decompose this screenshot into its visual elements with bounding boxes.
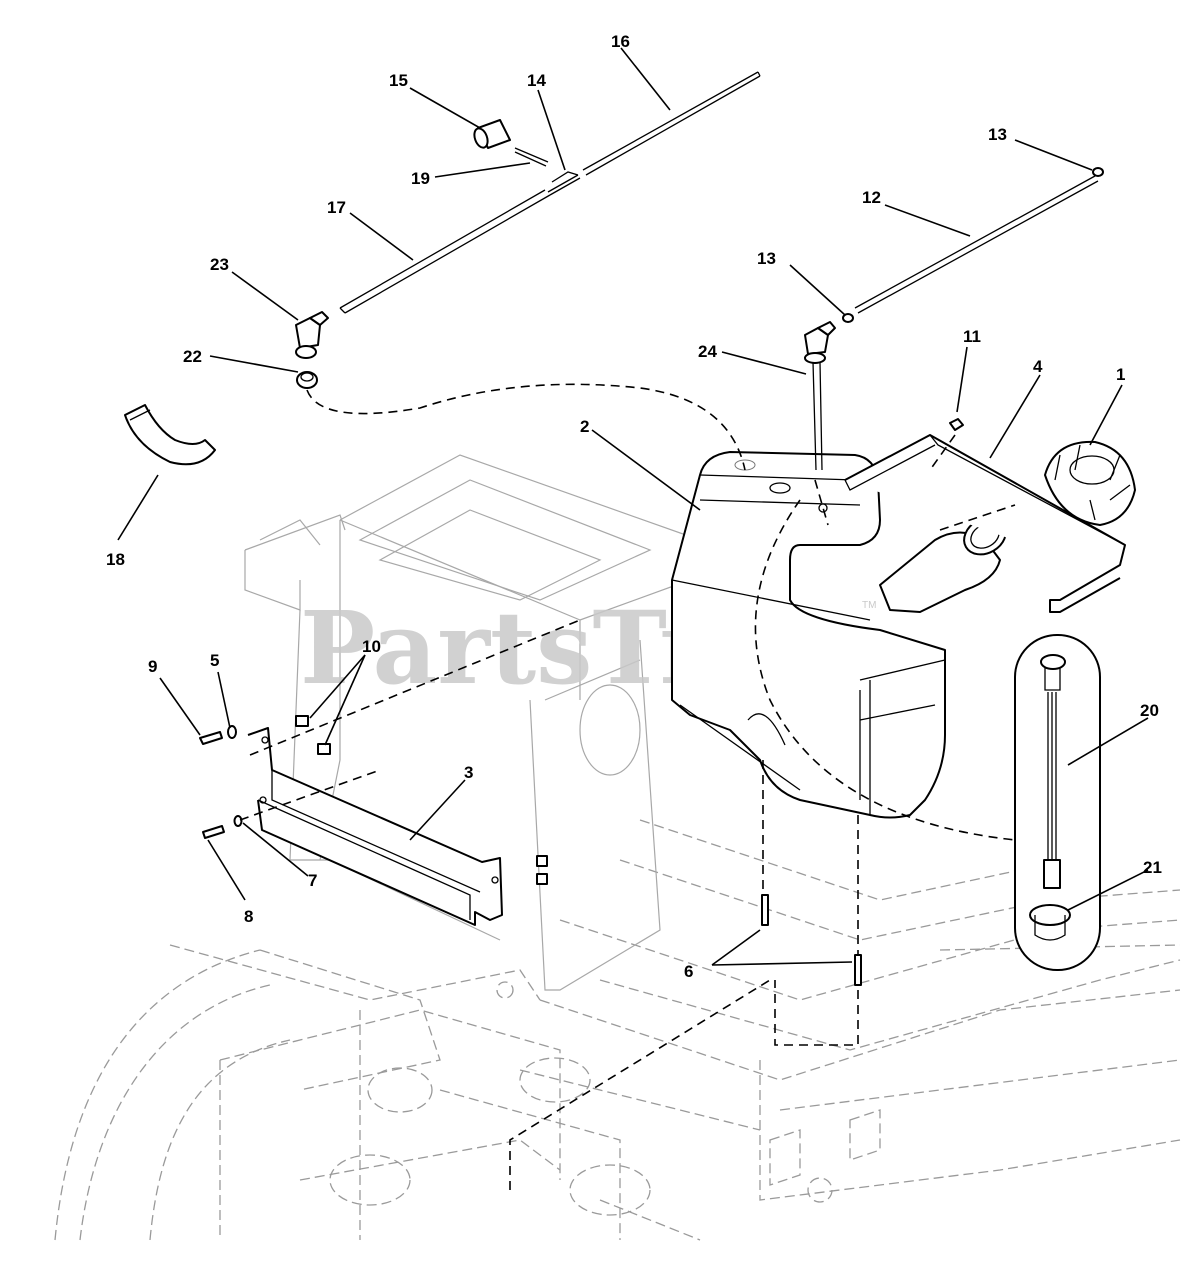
callout-4: 4 <box>1033 357 1043 376</box>
callout-7: 7 <box>308 871 317 890</box>
callout-15: 15 <box>389 71 408 90</box>
callout-2: 2 <box>580 417 589 436</box>
clip-nuts-10 <box>295 715 548 885</box>
callout-11: 11 <box>963 327 981 346</box>
bolt-9 <box>199 731 223 745</box>
callout-13-mid: 13 <box>757 249 776 268</box>
callout-16: 16 <box>611 32 630 51</box>
chassis-ghost <box>54 819 1181 1241</box>
callout-17: 17 <box>327 198 346 217</box>
svg-text:TM: TM <box>862 600 876 611</box>
callout-22: 22 <box>183 347 202 366</box>
fuel-lines <box>339 71 761 314</box>
strap-18 <box>124 404 216 466</box>
vent-tube <box>842 167 1104 323</box>
tank-bracket <box>844 434 1126 613</box>
callout-12: 12 <box>862 188 881 207</box>
callout-5: 5 <box>210 651 219 670</box>
callout-18: 18 <box>106 550 125 569</box>
sender-detail-inset <box>1014 634 1101 971</box>
callout-21: 21 <box>1143 858 1162 877</box>
callout-10: 10 <box>362 637 381 656</box>
callout-9: 9 <box>148 657 157 676</box>
nut-11 <box>949 418 964 431</box>
elbow-fitting-23 <box>295 311 329 359</box>
fuel-sender-24 <box>804 321 836 471</box>
callout-8: 8 <box>244 907 253 926</box>
bolt-8 <box>202 825 225 839</box>
callout-labels: 1 2 3 4 5 6 7 8 9 10 11 12 13 13 14 15 1… <box>106 32 1162 981</box>
washer-7 <box>233 815 243 827</box>
callout-14: 14 <box>527 71 546 90</box>
assembly-dashed-lines <box>239 383 1016 1190</box>
fuel-cap <box>1044 440 1136 526</box>
leader-lines <box>117 47 1149 966</box>
grommet-22 <box>296 371 318 389</box>
callout-1: 1 <box>1116 365 1125 384</box>
washer-5 <box>227 725 237 739</box>
callout-24: 24 <box>698 342 717 361</box>
callout-23: 23 <box>210 255 229 274</box>
callout-13-top: 13 <box>988 125 1007 144</box>
callout-20: 20 <box>1140 701 1159 720</box>
callout-19: 19 <box>411 169 430 188</box>
bracket-3 <box>247 727 503 926</box>
callout-3: 3 <box>464 763 473 782</box>
screws-6 <box>761 894 862 986</box>
callout-6: 6 <box>684 962 693 981</box>
